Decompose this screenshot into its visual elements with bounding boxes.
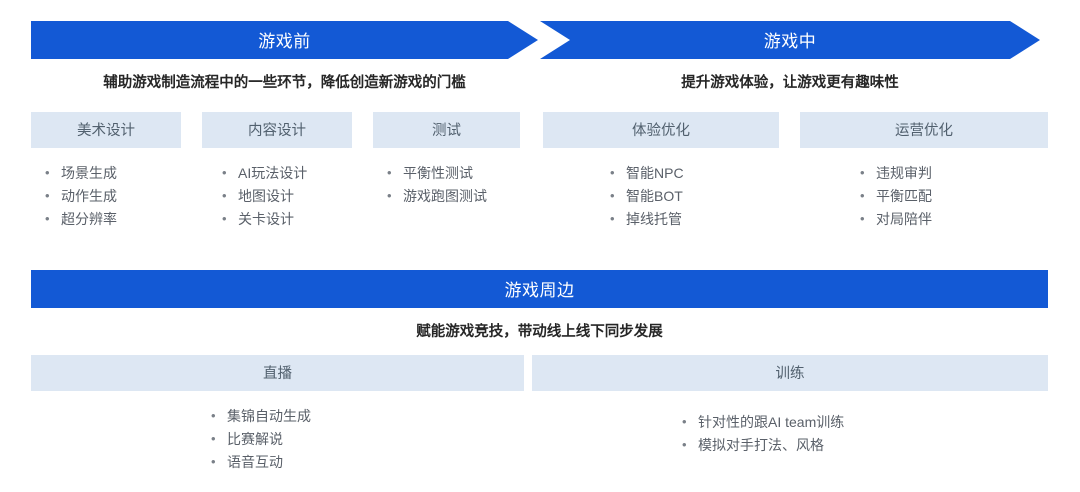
- list-item: 关卡设计: [220, 207, 352, 231]
- list-item: 智能BOT: [608, 184, 779, 208]
- list-item: 掉线托管: [608, 207, 779, 231]
- list-item: 动作生成: [43, 184, 181, 208]
- list-item: 比赛解说: [209, 427, 524, 451]
- list-item: AI玩法设计: [220, 161, 352, 185]
- card-content-design[interactable]: 内容设计 AI玩法设计 地图设计 关卡设计: [202, 112, 352, 231]
- card-art-design-header: 美术设计: [31, 112, 181, 148]
- banner-around-game-label: 游戏周边: [504, 280, 575, 300]
- card-live-streaming-title: 直播: [263, 365, 292, 382]
- list-item: 针对性的跟AI team训练: [680, 410, 1048, 434]
- banner-in-game: 游戏中: [540, 21, 1040, 59]
- card-art-design[interactable]: 美术设计 场景生成 动作生成 超分辨率: [31, 112, 181, 231]
- subtitle-around-game: 赋能游戏竞技，带动线上线下同步发展: [416, 324, 663, 340]
- card-testing-list: 平衡性测试 游戏跑图测试: [373, 148, 520, 208]
- card-operations-optimization-header: 运营优化: [800, 112, 1048, 148]
- list-item: 地图设计: [220, 184, 352, 208]
- card-experience-optimization-header: 体验优化: [543, 112, 779, 148]
- list-item: 智能NPC: [608, 161, 779, 185]
- subtitle-pre-game: 辅助游戏制造流程中的一些环节，降低创造新游戏的门槛: [103, 75, 466, 91]
- card-live-streaming-header: 直播: [31, 355, 524, 391]
- card-content-design-header: 内容设计: [202, 112, 352, 148]
- list-item: 集锦自动生成: [209, 404, 524, 428]
- card-art-design-list: 场景生成 动作生成 超分辨率: [31, 148, 181, 231]
- banner-pre-game-label: 游戏前: [258, 31, 311, 51]
- card-training-header: 训练: [532, 355, 1048, 391]
- card-experience-optimization-title: 体验优化: [632, 122, 690, 139]
- card-testing-title: 测试: [432, 122, 461, 139]
- card-experience-optimization[interactable]: 体验优化 智能NPC 智能BOT 掉线托管: [543, 112, 779, 231]
- banner-in-game-label: 游戏中: [763, 31, 817, 51]
- card-operations-optimization-list: 违规审判 平衡匹配 对局陪伴: [800, 148, 1048, 231]
- card-testing[interactable]: 测试 平衡性测试 游戏跑图测试: [373, 112, 520, 208]
- list-item: 超分辨率: [43, 207, 181, 231]
- subtitle-in-game: 提升游戏体验，让游戏更有趣味性: [681, 75, 899, 91]
- card-training-list: 针对性的跟AI team训练 模拟对手打法、风格: [532, 391, 1048, 457]
- list-item: 场景生成: [43, 161, 181, 185]
- list-item: 模拟对手打法、风格: [680, 433, 1048, 457]
- card-live-streaming[interactable]: 直播 集锦自动生成 比赛解说 语音互动: [31, 355, 524, 474]
- list-item: 游戏跑图测试: [385, 184, 520, 208]
- list-item: 语音互动: [209, 450, 524, 474]
- card-testing-header: 测试: [373, 112, 520, 148]
- card-training[interactable]: 训练 针对性的跟AI team训练 模拟对手打法、风格: [532, 355, 1048, 457]
- card-experience-optimization-list: 智能NPC 智能BOT 掉线托管: [543, 148, 779, 231]
- card-art-design-title: 美术设计: [77, 122, 135, 139]
- banner-around-game: 游戏周边: [31, 270, 1048, 308]
- card-operations-optimization[interactable]: 运营优化 违规审判 平衡匹配 对局陪伴: [800, 112, 1048, 231]
- card-content-design-title: 内容设计: [248, 122, 306, 139]
- card-content-design-list: AI玩法设计 地图设计 关卡设计: [202, 148, 352, 231]
- banner-pre-game: 游戏前: [31, 21, 538, 59]
- list-item: 违规审判: [858, 161, 1048, 185]
- card-operations-optimization-title: 运营优化: [895, 122, 953, 139]
- card-training-title: 训练: [775, 365, 805, 382]
- list-item: 平衡匹配: [858, 184, 1048, 208]
- card-live-streaming-list: 集锦自动生成 比赛解说 语音互动: [31, 391, 524, 474]
- list-item: 对局陪伴: [858, 207, 1048, 231]
- list-item: 平衡性测试: [385, 161, 520, 185]
